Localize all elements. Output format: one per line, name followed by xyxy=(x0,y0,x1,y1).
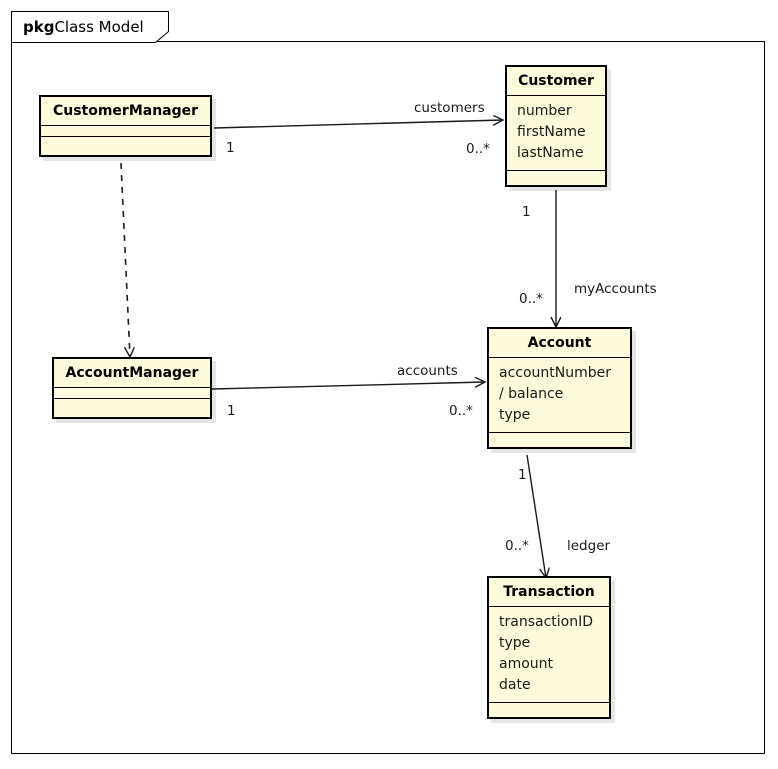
class-box-account-manager[interactable]: AccountManager xyxy=(52,357,212,419)
multiplicity-my-accounts-source: 1 xyxy=(522,204,531,220)
attribute-type: type xyxy=(499,407,531,423)
attributes-compartment-account-manager xyxy=(54,388,210,399)
attributes-compartment-account: accountNumber / balance type xyxy=(489,358,630,433)
package-name: Class Model xyxy=(54,18,144,36)
multiplicity-ledger-target: 0..* xyxy=(505,538,529,554)
edge-label-my-accounts: myAccounts xyxy=(574,281,657,297)
package-label: pkgClass Model xyxy=(23,18,144,36)
operations-compartment-customer-manager xyxy=(41,137,210,155)
package-frame-top-border xyxy=(11,41,765,42)
multiplicity-customers-source: 1 xyxy=(226,140,235,156)
attributes-compartment-customer: number firstName lastName xyxy=(507,96,605,171)
class-name-customer: Customer xyxy=(507,67,605,96)
package-keyword: pkg xyxy=(23,18,55,36)
class-box-customer-manager[interactable]: CustomerManager xyxy=(39,95,212,157)
multiplicity-ledger-source: 1 xyxy=(518,467,527,483)
attribute-first-name: firstName xyxy=(517,124,586,140)
attribute-balance: / balance xyxy=(499,386,564,402)
attributes-compartment-transaction: transactionID type amount date xyxy=(489,607,609,703)
operations-compartment-account-manager xyxy=(54,399,210,417)
operations-compartment-account xyxy=(489,433,630,447)
attribute-account-number: accountNumber xyxy=(499,365,612,381)
multiplicity-accounts-source: 1 xyxy=(227,403,236,419)
class-box-account[interactable]: Account accountNumber / balance type xyxy=(487,327,632,449)
edge-label-ledger: ledger xyxy=(567,538,611,554)
attribute-transaction-id: transactionID xyxy=(499,614,593,630)
multiplicity-accounts-target: 0..* xyxy=(449,403,473,419)
multiplicity-customers-target: 0..* xyxy=(466,141,490,157)
attributes-compartment-customer-manager xyxy=(41,126,210,137)
attribute-number: number xyxy=(517,103,572,119)
operations-compartment-customer xyxy=(507,171,605,185)
attribute-type: type xyxy=(499,635,531,651)
class-box-transaction[interactable]: Transaction transactionID type amount da… xyxy=(487,576,611,719)
class-name-account: Account xyxy=(489,329,630,358)
operations-compartment-transaction xyxy=(489,703,609,717)
class-name-account-manager: AccountManager xyxy=(54,359,210,388)
attribute-date: date xyxy=(499,677,531,693)
class-name-customer-manager: CustomerManager xyxy=(41,97,210,126)
attribute-last-name: lastName xyxy=(517,145,584,161)
multiplicity-my-accounts-target: 0..* xyxy=(519,291,543,307)
package-frame xyxy=(11,41,765,754)
attribute-amount: amount xyxy=(499,656,554,672)
package-tab xyxy=(11,11,169,43)
class-name-transaction: Transaction xyxy=(489,578,609,607)
class-box-customer[interactable]: Customer number firstName lastName xyxy=(505,65,607,187)
edge-label-customers: customers xyxy=(414,100,485,116)
edge-label-accounts: accounts xyxy=(397,363,458,379)
